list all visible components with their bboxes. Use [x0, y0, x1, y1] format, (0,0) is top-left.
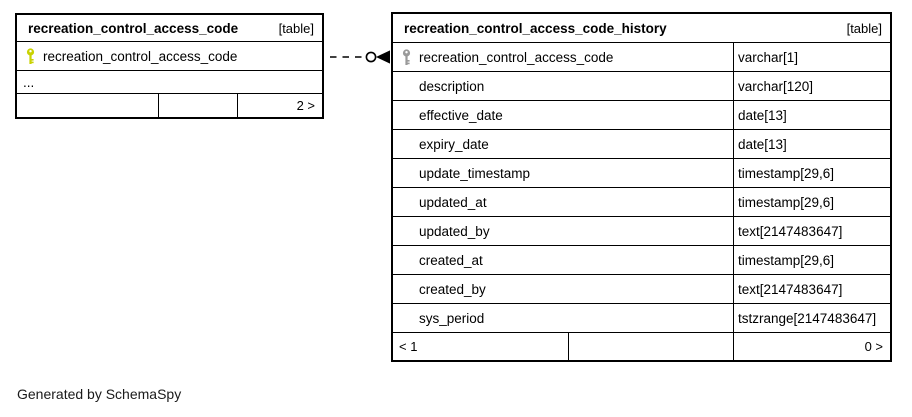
column-type: varchar[120]: [733, 72, 890, 100]
column-row: expiry_date date[13]: [393, 130, 890, 159]
hidden-columns-ellipsis: ...: [17, 71, 322, 94]
column-name: created_by: [419, 281, 486, 297]
column-type: text[2147483647]: [733, 275, 890, 303]
column-type: text[2147483647]: [733, 217, 890, 245]
circle-marker: [365, 51, 377, 63]
footer-children-count: 2 >: [237, 94, 322, 117]
column-type: tstzrange[2147483647]: [733, 304, 890, 332]
column-type: date[13]: [733, 101, 890, 129]
column-type: timestamp[29,6]: [733, 159, 890, 187]
column-name: description: [419, 78, 485, 94]
column-name: updated_by: [419, 223, 490, 239]
relationship-connector: [330, 50, 390, 64]
table-header: recreation_control_access_code_history […: [393, 14, 890, 43]
arrowhead-marker: [376, 50, 390, 64]
column-name: expiry_date: [419, 136, 489, 152]
table-badge: [table]: [278, 20, 314, 36]
column-name: created_at: [419, 252, 483, 268]
column-name: effective_date: [419, 107, 503, 123]
table-recreation_control_access_code[interactable]: recreation_control_access_code [table] r…: [15, 13, 324, 119]
column-row: update_timestamp timestamp[29,6]: [393, 159, 890, 188]
column-name: recreation_control_access_code: [43, 48, 238, 64]
column-name: sys_period: [419, 310, 485, 326]
table-title: recreation_control_access_code_history: [404, 20, 667, 36]
table-title: recreation_control_access_code: [28, 20, 239, 36]
column-row: created_at timestamp[29,6]: [393, 246, 890, 275]
table-footer: 2 >: [17, 94, 322, 117]
column-name: updated_at: [419, 194, 487, 210]
column-type: date[13]: [733, 130, 890, 158]
footer-parents-count: < 1: [399, 339, 418, 354]
column-row: recreation_control_access_code varchar[1…: [393, 43, 890, 72]
column-row: updated_at timestamp[29,6]: [393, 188, 890, 217]
column-row: recreation_control_access_code: [17, 42, 322, 71]
column-row: sys_period tstzrange[2147483647]: [393, 304, 890, 333]
column-row: effective_date date[13]: [393, 101, 890, 130]
foreign-key-icon: [393, 48, 419, 66]
column-type: timestamp[29,6]: [733, 246, 890, 274]
generator-credit: Generated by SchemaSpy: [17, 386, 182, 402]
column-name: recreation_control_access_code: [419, 49, 614, 65]
footer-children-count: 0 >: [733, 333, 890, 360]
column-name: update_timestamp: [419, 165, 531, 181]
column-row: created_by text[2147483647]: [393, 275, 890, 304]
column-row: updated_by text[2147483647]: [393, 217, 890, 246]
column-type: varchar[1]: [733, 43, 890, 71]
table-badge: [table]: [846, 20, 882, 36]
table-header: recreation_control_access_code [table]: [17, 15, 322, 42]
table-recreation_control_access_code_history[interactable]: recreation_control_access_code_history […: [391, 12, 892, 362]
table-footer: < 1 0 >: [393, 333, 890, 360]
column-type: timestamp[29,6]: [733, 188, 890, 216]
footer-cell-left: [17, 94, 158, 117]
column-row: description varchar[120]: [393, 72, 890, 101]
primary-key-icon: [17, 47, 43, 65]
footer-cell-middle: [568, 333, 733, 360]
footer-cell-middle: [158, 94, 237, 117]
